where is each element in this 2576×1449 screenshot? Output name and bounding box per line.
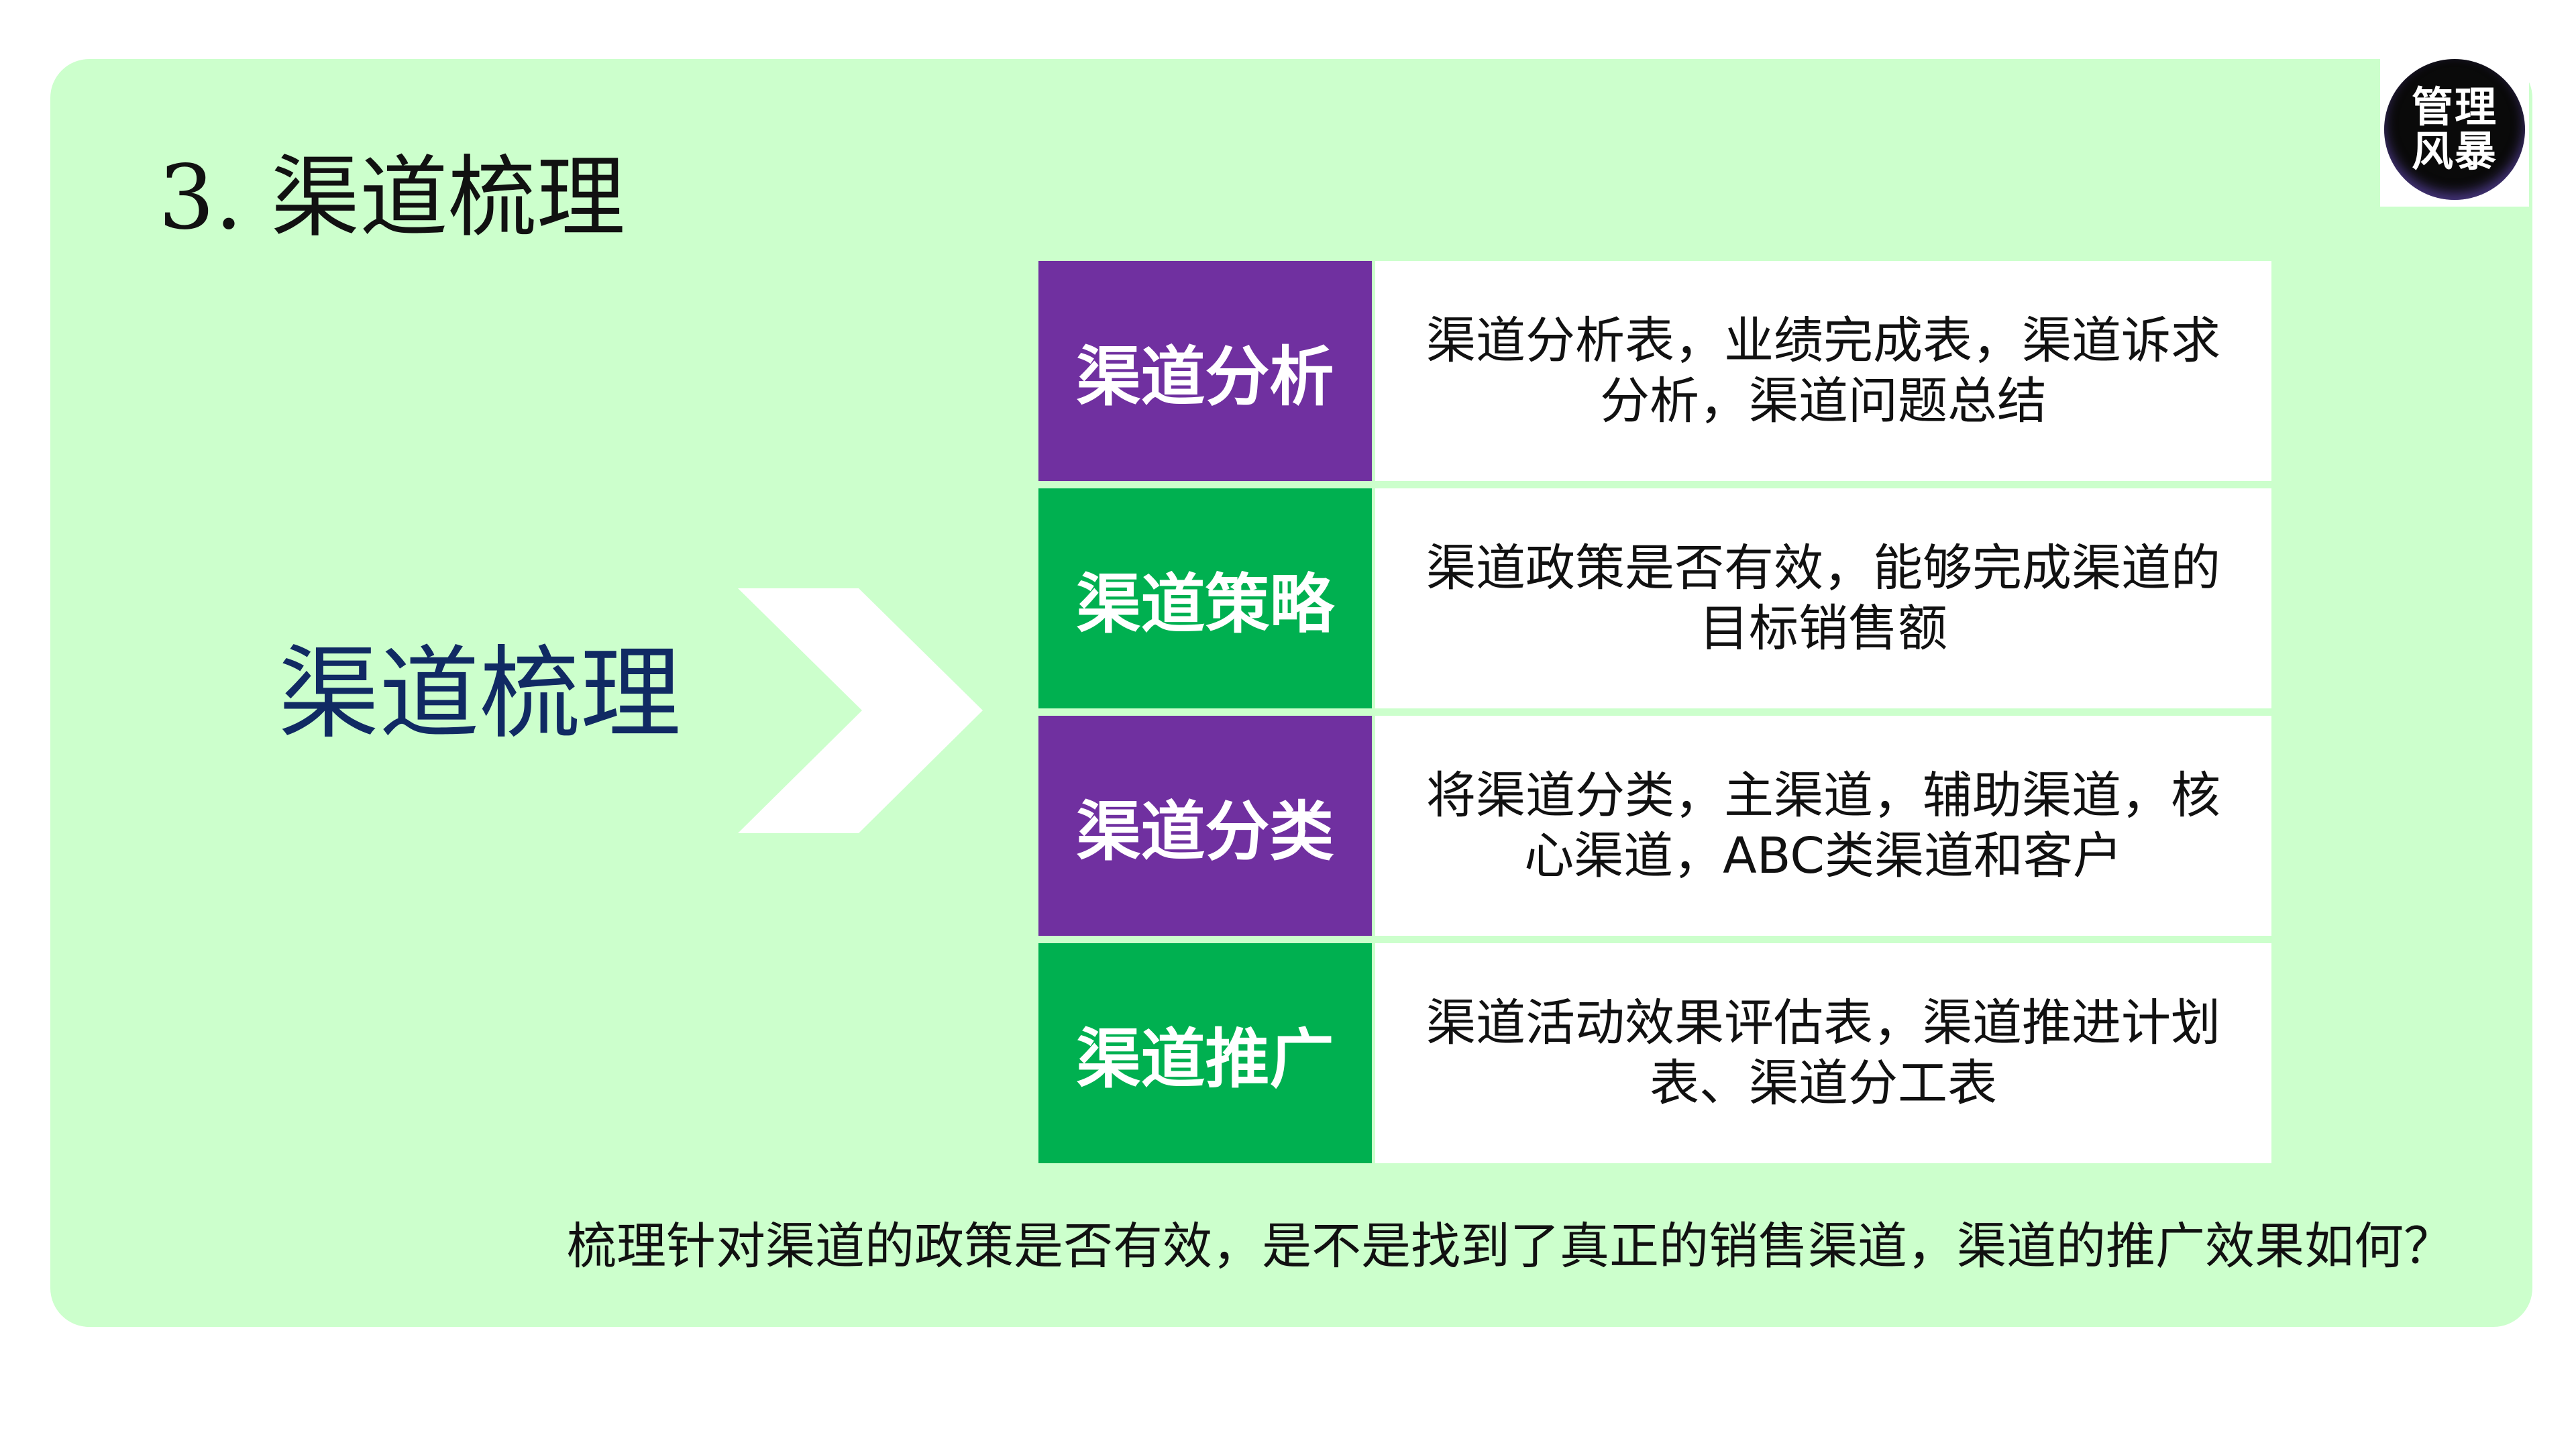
category-cell: 渠道分类 xyxy=(1038,716,1372,936)
category-cell: 渠道策略 xyxy=(1038,488,1372,708)
description-cell: 渠道政策是否有效，能够完成渠道的目标销售额 xyxy=(1375,488,2271,708)
logo-container: 管理 风暴 xyxy=(2380,55,2529,207)
description-text: 渠道分析表，业绩完成表，渠道诉求分析，渠道问题总结 xyxy=(1426,312,2220,430)
description-text: 渠道政策是否有效，能够完成渠道的目标销售额 xyxy=(1426,539,2220,657)
footnote-text: 梳理针对渠道的政策是否有效，是不是找到了真正的销售渠道，渠道的推广效果如何？ xyxy=(567,1218,2453,1275)
table-row: 渠道分类 将渠道分类，主渠道，辅助渠道，核心渠道，ABC类渠道和客户 xyxy=(1038,716,2271,936)
description-cell: 渠道分析表，业绩完成表，渠道诉求分析，渠道问题总结 xyxy=(1375,261,2271,481)
table-row: 渠道策略 渠道政策是否有效，能够完成渠道的目标销售额 xyxy=(1038,488,2271,708)
slide-title: 3. 渠道梳理 xyxy=(158,146,625,250)
logo-text-line2: 风暴 xyxy=(2411,127,2498,176)
description-cell: 渠道活动效果评估表，渠道推进计划表、渠道分工表 xyxy=(1375,943,2271,1163)
description-text: 渠道活动效果评估表，渠道推进计划表、渠道分工表 xyxy=(1426,994,2220,1112)
category-cell: 渠道推广 xyxy=(1038,943,1372,1163)
description-cell: 将渠道分类，主渠道，辅助渠道，核心渠道，ABC类渠道和客户 xyxy=(1375,716,2271,936)
main-topic-label: 渠道梳理 xyxy=(278,636,682,753)
category-cell: 渠道分析 xyxy=(1038,261,1372,481)
table-row: 渠道分析 渠道分析表，业绩完成表，渠道诉求分析，渠道问题总结 xyxy=(1038,261,2271,481)
table-row: 渠道推广 渠道活动效果评估表，渠道推进计划表、渠道分工表 xyxy=(1038,943,2271,1163)
logo-text-line1: 管理 xyxy=(2411,83,2498,131)
chevron-right-icon xyxy=(738,588,983,833)
brand-logo: 管理 风暴 xyxy=(2384,59,2525,200)
channel-table: 渠道分析 渠道分析表，业绩完成表，渠道诉求分析，渠道问题总结 渠道策略 渠道政策… xyxy=(1038,261,2271,1164)
description-text: 将渠道分类，主渠道，辅助渠道，核心渠道，ABC类渠道和客户 xyxy=(1426,767,2220,885)
